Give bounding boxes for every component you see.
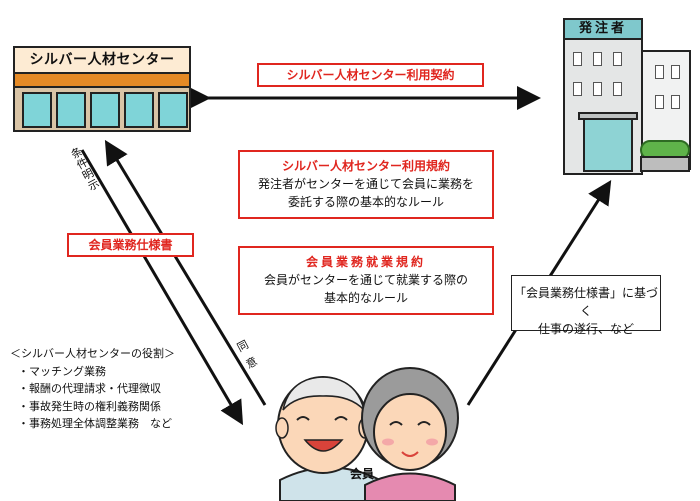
work-execution-line1: 「会員業務仕様書」に基づく	[513, 286, 658, 318]
usage-terms-line2: 委託する際の基本的なルール	[287, 195, 444, 209]
roles-item: ・マッチング業務	[18, 364, 106, 378]
orderer-entrance-door	[583, 118, 633, 172]
usage-terms-line1: 発注者がセンターを通じて会員に業務を	[257, 177, 474, 191]
orderer-window	[573, 82, 582, 96]
roles-item: ・報酬の代理請求・代理徴収	[18, 382, 161, 395]
work-execution-line2: 仕事の遂行、など	[537, 322, 634, 336]
usage-terms-title: シルバー人材センター利用規約	[281, 159, 450, 173]
usage-terms-box: シルバー人材センター利用規約 発注者がセンターを通じて会員に業務を 委託する際の…	[238, 150, 494, 219]
orderer-window	[655, 95, 664, 109]
orderer-window	[593, 82, 602, 96]
center-roles-list: ＜シルバー人材センターの役割＞ ・マッチング業務 ・報酬の代理請求・代理徴収 ・…	[10, 345, 175, 433]
silver-center-window	[124, 92, 154, 128]
member-spec-box: 会員業務仕様書	[67, 233, 194, 257]
orderer-sign: 発注者	[563, 18, 643, 40]
work-terms-line1: 会員がセンターを通じて就業する際の	[263, 273, 468, 287]
orderer-window	[593, 52, 602, 66]
work-terms-box: 会員業務就業規約 会員がセンターを通じて就業する際の 基本的なルール	[238, 246, 494, 315]
roles-item: ・事故発生時の権利義務関係	[18, 399, 161, 413]
orderer-window	[671, 95, 680, 109]
planter-icon	[640, 156, 690, 172]
orderer-window	[671, 65, 680, 79]
orderer-window	[655, 65, 664, 79]
work-execution-box: 「会員業務仕様書」に基づく 仕事の遂行、など	[511, 275, 661, 336]
orderer-window	[613, 82, 622, 96]
roles-heading: ＜シルバー人材センターの役割＞	[10, 347, 175, 360]
roles-item: ・事務処理全体調整業務 など	[18, 417, 172, 430]
orderer-window	[613, 52, 622, 66]
conditions-arrow	[80, 149, 244, 426]
usage-contract-box: シルバー人材センター利用契約	[257, 63, 484, 87]
member-illustration	[275, 367, 459, 501]
silver-center-awning	[13, 74, 191, 88]
silver-center-window	[90, 92, 120, 128]
work-terms-title: 会員業務就業規約	[305, 255, 426, 269]
orderer-window	[573, 52, 582, 66]
silver-center-window	[22, 92, 52, 128]
silver-center-window	[56, 92, 86, 128]
silver-center-window	[158, 92, 188, 128]
silver-center-sign: シルバー人材センター	[13, 46, 191, 74]
consent-arrow	[104, 139, 267, 406]
work-terms-line2: 基本的なルール	[323, 291, 408, 305]
member-label: 会員	[350, 467, 375, 481]
